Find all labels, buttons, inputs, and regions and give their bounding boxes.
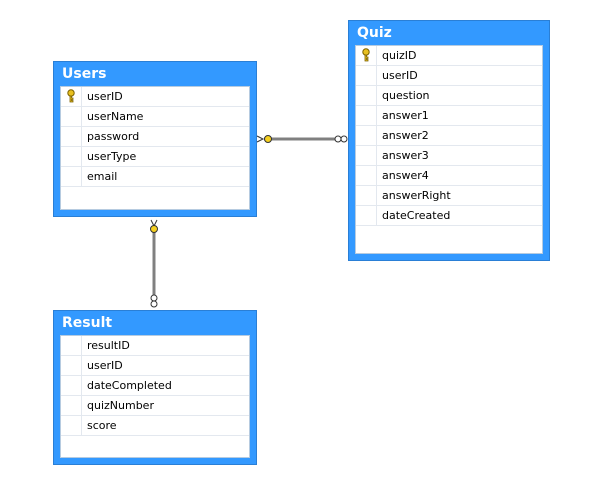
column-name: answerRight: [382, 189, 451, 202]
column-row[interactable]: email: [61, 167, 249, 187]
column-row[interactable]: quizNumber: [61, 396, 249, 416]
column-row[interactable]: userID: [356, 66, 542, 86]
column-name: dateCreated: [382, 209, 451, 222]
column-name: email: [87, 170, 118, 183]
one-end-arrow-icon: [256, 135, 265, 143]
many-end-infinity-icon: [334, 135, 342, 143]
row-selector: [356, 166, 377, 185]
column-name: question: [382, 89, 430, 102]
column-name: score: [87, 419, 117, 432]
column-row[interactable]: answer4: [356, 166, 542, 186]
column-name: quizID: [382, 49, 417, 62]
column-name: answer3: [382, 149, 429, 162]
row-selector: [356, 106, 377, 125]
row-selector: [61, 147, 82, 166]
column-name: userID: [87, 90, 123, 103]
column-row[interactable]: userName: [61, 107, 249, 127]
row-selector: [356, 126, 377, 145]
row-selector: [61, 376, 82, 395]
row-selector: [61, 167, 82, 186]
row-selector: [356, 46, 377, 65]
row-selector: [61, 416, 82, 435]
column-row[interactable]: dateCreated: [356, 206, 542, 226]
column-name: answer2: [382, 129, 429, 142]
one-end-key-icon: [264, 135, 272, 143]
column-name: resultID: [87, 339, 130, 352]
column-row[interactable]: answer3: [356, 146, 542, 166]
column-list: resultID userID dateCompleted quizNumber sco…: [60, 335, 250, 458]
table-title: Quiz: [357, 25, 392, 41]
column-name: password: [87, 130, 140, 143]
column-name: answer1: [382, 109, 429, 122]
row-selector: [61, 356, 82, 375]
relationship-users-quiz[interactable]: [256, 135, 348, 143]
column-name: answer4: [382, 169, 429, 182]
row-selector: [356, 206, 377, 225]
relationship-users-result[interactable]: [150, 219, 158, 308]
row-selector: [356, 66, 377, 85]
column-name: quizNumber: [87, 399, 154, 412]
column-name: userID: [382, 69, 418, 82]
row-selector: [61, 336, 82, 355]
row-selector: [61, 87, 82, 106]
row-selector: [61, 396, 82, 415]
column-row[interactable]: quizID: [356, 46, 542, 66]
table-result[interactable]: Result resultID userID dateCompleted quizNu…: [53, 310, 257, 465]
row-selector: [61, 127, 82, 146]
column-name: userID: [87, 359, 123, 372]
many-end-infinity-icon: [150, 294, 158, 302]
row-selector: [356, 86, 377, 105]
row-selector: [356, 186, 377, 205]
primary-key-icon: [67, 89, 75, 103]
column-name: userType: [87, 150, 137, 163]
table-quiz[interactable]: Quiz quizID userID question answer1 answer2 a…: [348, 20, 550, 261]
column-row[interactable]: dateCompleted: [61, 376, 249, 396]
column-row[interactable]: password: [61, 127, 249, 147]
row-selector: [61, 107, 82, 126]
column-list: userID userName password userType email: [60, 86, 250, 210]
primary-key-icon: [362, 48, 370, 62]
table-title: Result: [62, 315, 113, 331]
column-row[interactable]: answerRight: [356, 186, 542, 206]
column-name: userName: [87, 110, 144, 123]
column-row[interactable]: userID: [61, 87, 249, 107]
table-title: Users: [62, 66, 107, 82]
column-list: quizID userID question answer1 answer2 answer…: [355, 45, 543, 254]
column-name: dateCompleted: [87, 379, 172, 392]
column-row[interactable]: question: [356, 86, 542, 106]
column-row[interactable]: userType: [61, 147, 249, 167]
column-row[interactable]: answer2: [356, 126, 542, 146]
column-row[interactable]: score: [61, 416, 249, 436]
table-users[interactable]: Users userID userName password userType emai…: [53, 61, 257, 217]
column-row[interactable]: userID: [61, 356, 249, 376]
row-selector: [356, 146, 377, 165]
column-row[interactable]: answer1: [356, 106, 542, 126]
one-end-key-icon: [150, 225, 158, 233]
column-row[interactable]: resultID: [61, 336, 249, 356]
